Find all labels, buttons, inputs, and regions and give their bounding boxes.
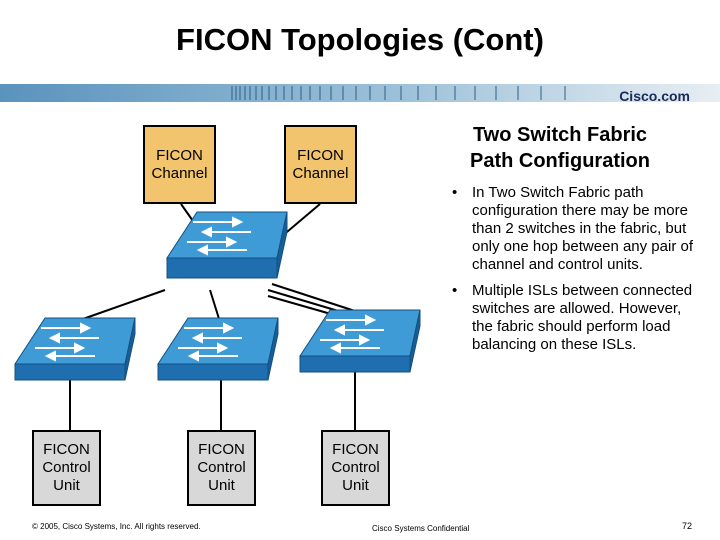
- switch-mid: [157, 317, 279, 381]
- header-band: [0, 84, 720, 102]
- bullet-marker: •: [452, 184, 458, 201]
- link-top-left: [79, 289, 166, 321]
- ficon-control-unit-1: FICON Control Unit: [32, 430, 101, 506]
- ficon-channel-2: FICON Channel: [284, 125, 357, 204]
- ficon-channel-1: FICON Channel: [143, 125, 216, 204]
- cisco-logo: Cisco.com: [619, 88, 690, 104]
- link-top-mid: [209, 289, 221, 323]
- ficon-control-unit-3: FICON Control Unit: [321, 430, 390, 506]
- isl-top-right-c: [271, 283, 359, 313]
- bullet-text: Multiple ISLs between connected switches…: [472, 282, 693, 353]
- bullet-marker: •: [452, 282, 458, 299]
- confidential-notice: Cisco Systems Confidential: [372, 524, 470, 533]
- slide-title: FICON Topologies (Cont): [176, 22, 544, 57]
- bullet-item: • In Two Switch Fabric path configuration…: [452, 184, 702, 274]
- switch-right: [299, 309, 421, 373]
- page-number: 72: [682, 521, 693, 531]
- copyright-notice: © 2005, Cisco Systems, Inc. All rights r…: [32, 522, 201, 531]
- switch-top: [166, 211, 288, 279]
- bullet-item: • Multiple ISLs between connected switche…: [452, 282, 702, 354]
- switch-left: [14, 317, 136, 381]
- section-heading: Two Switch Fabric Path Configuration: [470, 124, 650, 172]
- ficon-control-unit-2: FICON Control Unit: [187, 430, 256, 506]
- bullet-list: • In Two Switch Fabric path configuration…: [452, 184, 702, 362]
- bullet-text: In Two Switch Fabric path configuration …: [472, 184, 693, 273]
